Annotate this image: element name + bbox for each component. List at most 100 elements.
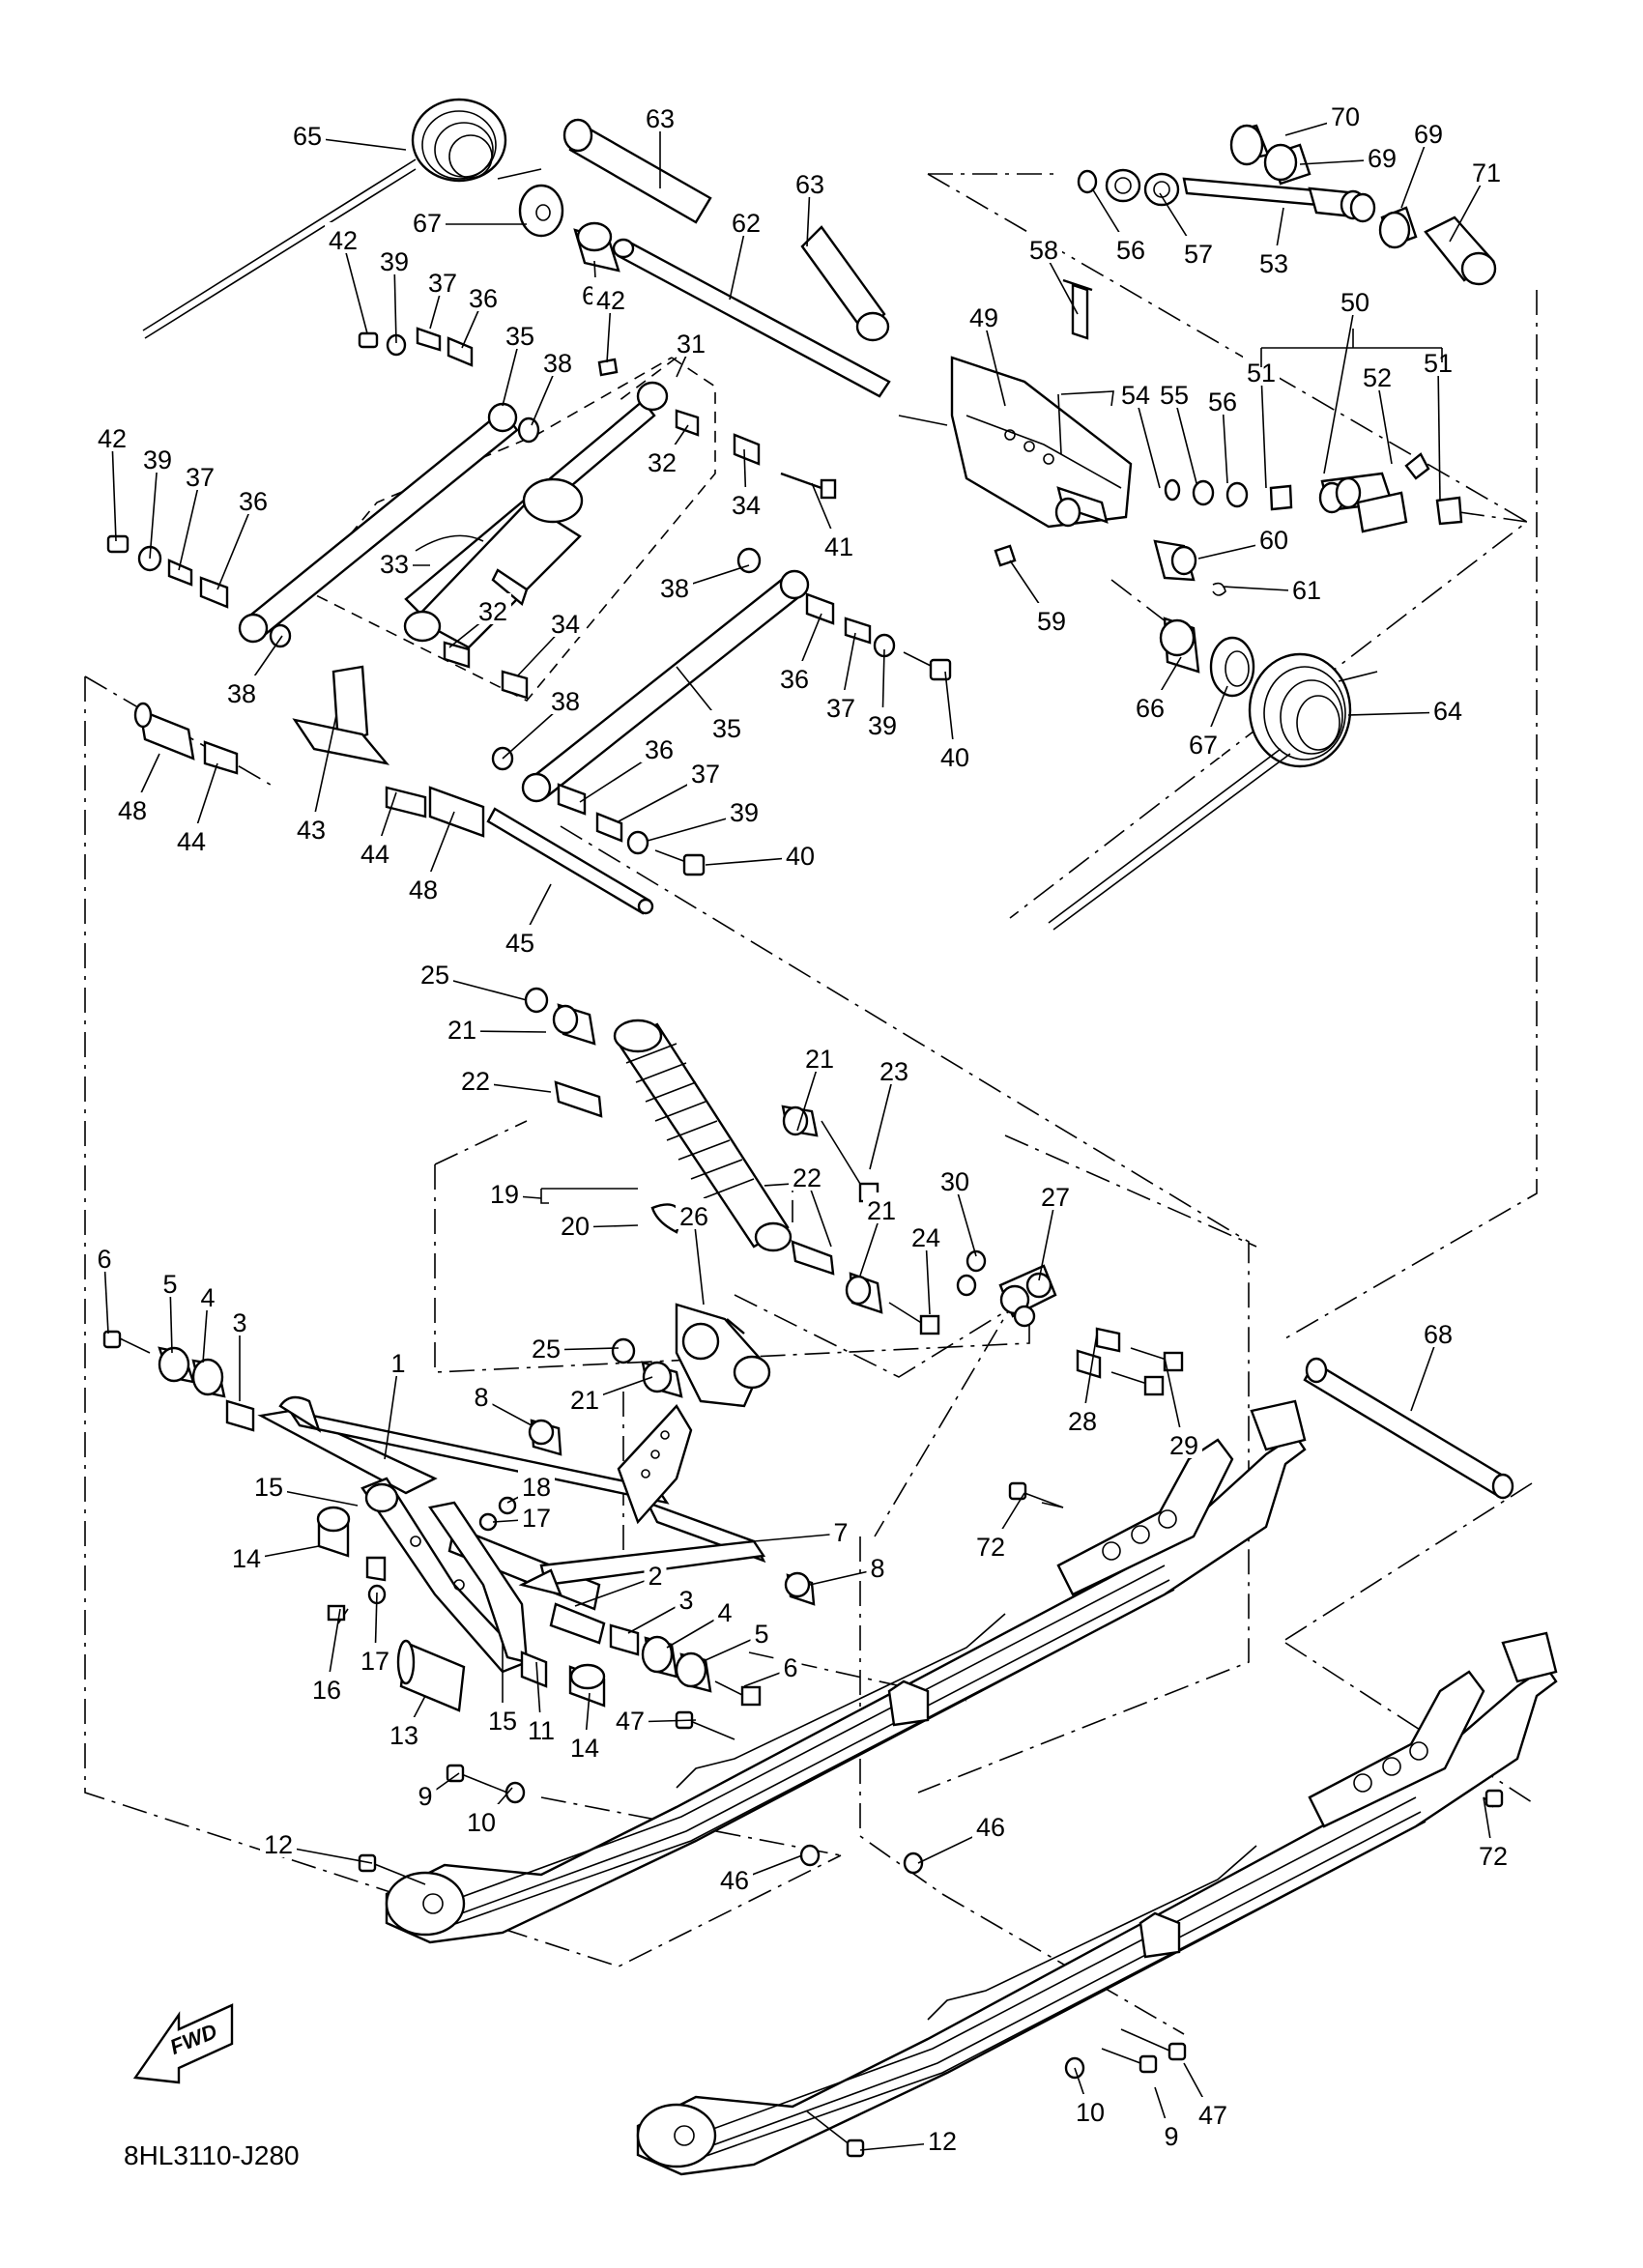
callout-c3a: 3 [232, 1308, 246, 1337]
callout-c52: 52 [1363, 363, 1392, 392]
callout-c37d: 37 [691, 760, 720, 789]
callout-c72a: 72 [976, 1533, 1005, 1562]
callout-bg-c49 [966, 300, 1002, 330]
long-shaft-45 [486, 807, 654, 915]
callout-bg-c61 [1288, 572, 1325, 603]
bushing-66a [573, 221, 620, 273]
shock-absorber-33 [403, 477, 584, 649]
bracket-43 [292, 665, 390, 765]
callout-c25b: 25 [532, 1335, 561, 1364]
callout-c33: 33 [380, 550, 409, 579]
leader-line-c39a [393, 262, 397, 344]
shock-absorber-19 [613, 1019, 793, 1252]
suspension-arm-35b [521, 569, 810, 803]
callout-bg-c28 [1064, 1403, 1101, 1434]
callout-bg-c30 [937, 1163, 973, 1194]
front-hardware-right [478, 1419, 816, 1707]
group-brackets [540, 329, 1443, 1508]
callout-bg-c47b [1195, 2097, 1231, 2128]
torsion-spring-64 [1048, 652, 1378, 931]
callout-c36d: 36 [645, 735, 674, 764]
callout-bg-c32b [475, 593, 511, 624]
callout-c68: 68 [1424, 1320, 1453, 1349]
callout-c18: 18 [522, 1473, 551, 1502]
callout-bg-c48a [114, 792, 151, 823]
callout-bg-c15b [484, 1703, 521, 1734]
callout-bg-c46a [716, 1862, 753, 1893]
side-plates-15 [360, 1477, 530, 1674]
callout-bg-c6a [93, 1241, 116, 1272]
callout-bg-c20 [557, 1208, 593, 1239]
callout-c42c: 42 [98, 424, 127, 453]
leader-line-c69b [1400, 134, 1429, 209]
callout-bg-c51b [1420, 345, 1456, 376]
callout-c12a: 12 [264, 1830, 293, 1859]
callout-bg-c15a [250, 1469, 287, 1500]
callout-bg-c9a [414, 1778, 437, 1809]
callout-bg-c63a [642, 100, 678, 131]
callout-c30: 30 [940, 1167, 969, 1196]
callout-bg-c33 [376, 546, 413, 577]
callout-c69b: 69 [1414, 120, 1443, 149]
callout-c15a: 15 [254, 1473, 283, 1502]
callout-c27: 27 [1041, 1183, 1070, 1212]
washer-67a [518, 184, 564, 238]
callout-bg-c50 [1337, 284, 1373, 315]
callout-c36c: 36 [780, 665, 809, 694]
callout-c21c: 21 [867, 1196, 896, 1225]
callout-bg-c26 [676, 1198, 712, 1229]
leader-line-c68 [1410, 1335, 1439, 1412]
leader-line-c42c [111, 439, 117, 542]
leader-line-c62 [729, 223, 747, 301]
callout-bg-c37a [424, 265, 461, 296]
callout-bg-c47a [612, 1703, 649, 1734]
callout-bg-c38a [539, 345, 576, 376]
callout-c21a: 21 [447, 1016, 476, 1045]
callout-bg-c25a [417, 957, 453, 988]
callout-bg-c36a [465, 280, 502, 311]
leader-line-c54 [1135, 395, 1161, 489]
callout-c20: 20 [561, 1212, 590, 1241]
callout-c66b: 66 [1136, 694, 1165, 723]
callout-c42a: 42 [329, 226, 358, 255]
callout-bg-c57 [1180, 236, 1217, 267]
rail-fasteners [358, 1481, 1504, 2158]
link-bracket-26 [675, 1303, 771, 1408]
callout-bg-c37d [687, 756, 724, 787]
callout-bg-c53 [1255, 245, 1292, 276]
callout-bg-c42b [592, 282, 629, 313]
callout-bg-c13 [386, 1717, 422, 1748]
callout-c8a: 8 [474, 1383, 488, 1412]
upper-shaft-62 [562, 118, 891, 398]
callout-c54: 54 [1121, 381, 1150, 410]
callout-c32a: 32 [648, 448, 677, 477]
callout-c11: 11 [528, 1716, 555, 1745]
slide-rail-left [385, 1399, 1307, 1944]
callout-c6b: 6 [783, 1653, 797, 1682]
callout-bg-c1 [387, 1345, 410, 1376]
bushing-66b-washer-67b [1159, 617, 1255, 698]
callout-c67b: 67 [1189, 731, 1218, 760]
leader-line-c1 [384, 1364, 399, 1460]
callout-bg-c42c [94, 420, 130, 451]
leader-line-c42a [342, 241, 368, 334]
callout-c17b: 17 [360, 1647, 389, 1676]
callout-bg-c41 [821, 529, 857, 560]
callout-c28: 28 [1068, 1407, 1097, 1436]
callout-c39c: 39 [868, 711, 897, 740]
callout-bg-c21d [566, 1382, 603, 1413]
callout-bg-c48b [405, 872, 442, 903]
leader-line-c2 [574, 1576, 656, 1607]
callout-c51b: 51 [1424, 349, 1453, 378]
callout-c23: 23 [879, 1057, 908, 1086]
leader-line-c56a [1222, 402, 1228, 484]
callout-bg-c16 [308, 1672, 345, 1703]
callout-bg-c39a [376, 244, 413, 274]
callout-bg-c68 [1420, 1316, 1456, 1347]
callout-c70: 70 [1331, 102, 1360, 131]
callout-bg-c72b [1475, 1838, 1512, 1869]
callout-bg-c36d [641, 732, 677, 762]
callout-bg-c55 [1156, 377, 1193, 408]
callout-bg-c54 [1117, 377, 1154, 408]
